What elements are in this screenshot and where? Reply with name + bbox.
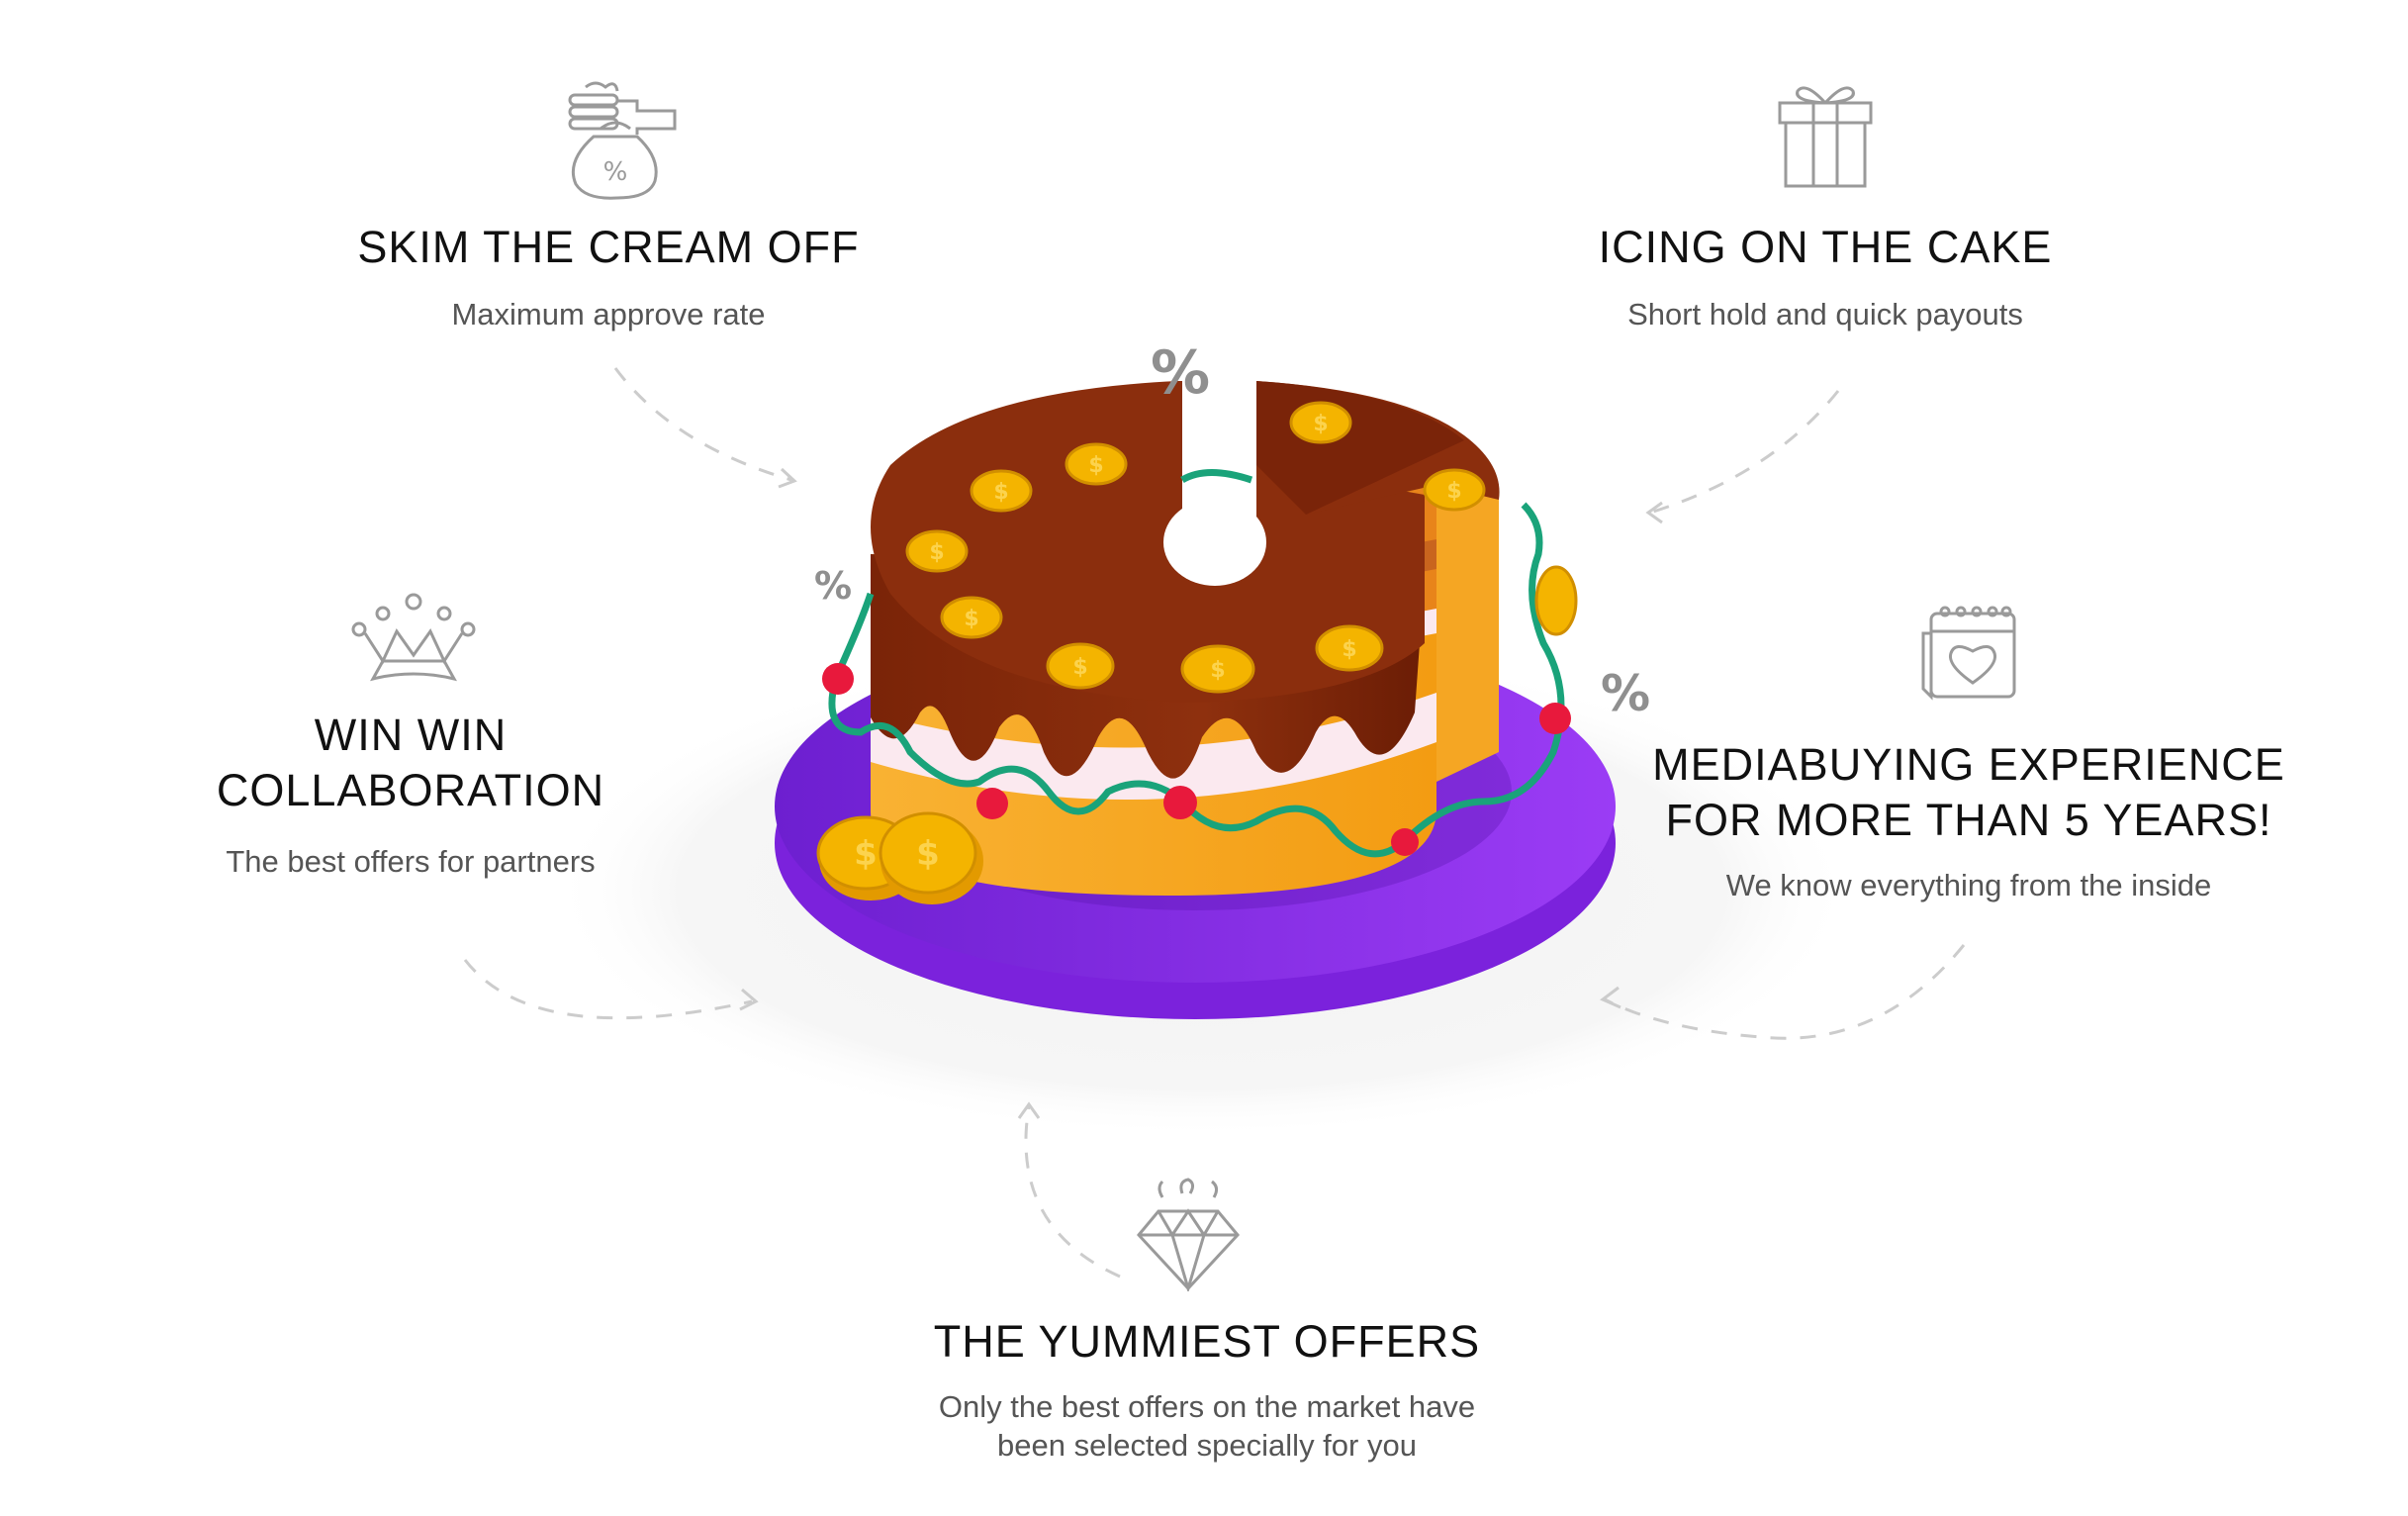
chocolate-top [871,381,1425,703]
coin [905,529,969,573]
arrow-winwin [463,959,753,1020]
feature-subtitle-line2: been selected specially for you [997,1428,1417,1463]
feature-title: SKIM THE CREAM OFF [357,222,860,272]
calendar-heart-icon [1921,606,2016,701]
feature-winwin: WIN WIN COLLABORATION The best offers fo… [178,708,643,881]
feature-subtitle-line1: Only the best offers on the market have [938,1389,1476,1424]
svg-text:$: $ [1446,479,1461,504]
coin [1289,401,1352,444]
coin [940,596,1003,639]
arrow-skim [613,367,792,482]
feature-mediabuying: MEDIABUYING EXPERIENCE FOR MORE THAN 5 Y… [1622,737,2315,904]
percent-sign-right: % [1601,665,1650,722]
diamond-icon [1137,1178,1240,1291]
coin [1065,442,1128,486]
feature-yummiest: THE YUMMIEST OFFERS Only the best offers… [861,1314,1553,1465]
garland-berries [822,663,1571,856]
connector-arrows [463,367,1966,1279]
svg-text:$: $ [1072,655,1087,680]
top-coins [905,401,1486,694]
percent-sign-left: % [814,564,852,608]
arrow-icing [1649,390,1840,515]
feature-title: ICING ON THE CAKE [1598,222,2053,272]
svg-text:%: % [603,157,628,187]
coin [1180,644,1255,694]
svg-text:$: $ [1342,637,1356,662]
arrow-media [1604,944,1966,1040]
gift-icon [1778,86,1873,188]
feature-subtitle: Short hold and quick payouts [1627,297,2023,332]
stacked-coins [816,565,1578,904]
percent-signs: % % % [814,338,1650,722]
svg-text:$: $ [1313,412,1328,436]
feature-skim: SKIM THE CREAM OFF Maximum approve rate [297,220,920,333]
feature-subtitle: We know everything from the inside [1725,868,2212,902]
svg-text:$: $ [854,834,878,874]
svg-text:$: $ [929,540,944,565]
svg-text:$: $ [1210,658,1225,683]
feature-subtitle: The best offers for partners [226,844,596,879]
svg-text:$: $ [916,834,940,874]
svg-text:$: $ [993,480,1008,505]
money-bag-icon: % [568,81,677,200]
coin [1423,468,1486,512]
svg-text:$: $ [964,607,978,631]
coin [970,469,1033,513]
feature-title-line2: FOR MORE THAN 5 YEARS! [1665,795,2272,845]
coin [1046,642,1115,690]
arrow-heads [739,467,1663,1119]
percent-sign-top: % [1151,338,1210,408]
garland [828,502,1565,858]
cake-cream-layer [871,693,1436,801]
crown-icon [351,593,476,682]
feature-title-line1: WIN WIN [314,710,508,760]
coin [1315,624,1384,672]
feature-icing: ICING ON THE CAKE Short hold and quick p… [1528,220,2122,333]
feature-title-line2: COLLABORATION [216,765,605,815]
svg-text:$: $ [1088,453,1103,478]
arrow-yummy [1024,1105,1121,1279]
feature-title-line1: MEDIABUYING EXPERIENCE [1652,739,2285,790]
feature-subtitle: Maximum approve rate [451,297,766,332]
feature-title: THE YUMMIEST OFFERS [933,1316,1481,1367]
